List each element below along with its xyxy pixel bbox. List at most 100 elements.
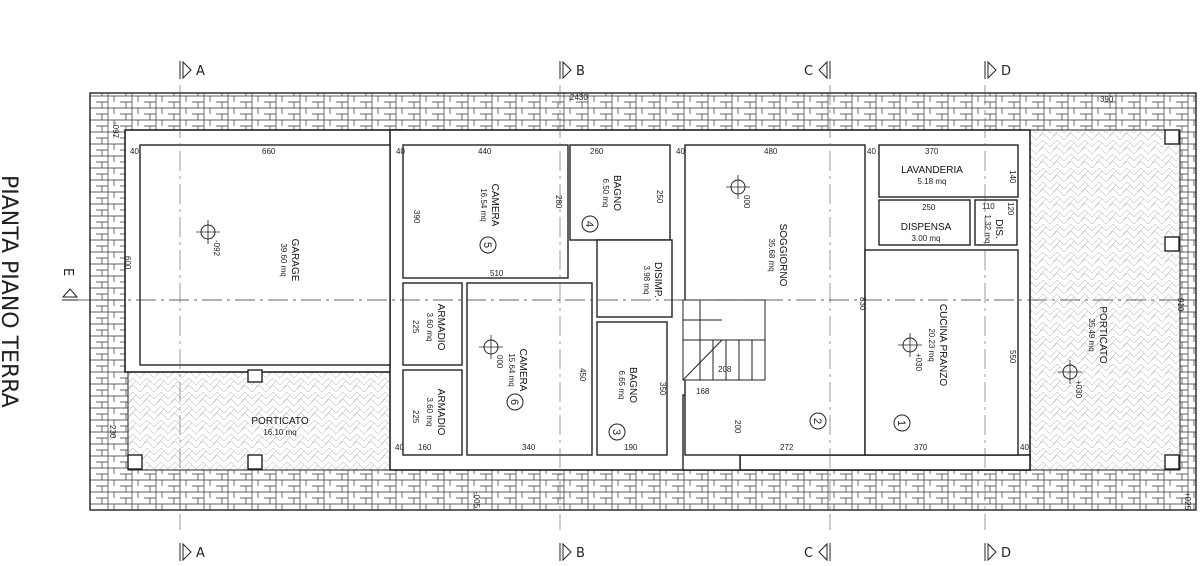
room-name: GARAGE — [289, 239, 300, 282]
room-area: 39.60 mq — [279, 243, 288, 276]
dimension-label: 120 — [1006, 202, 1015, 216]
dimension-label: 40 — [867, 147, 876, 156]
room-disimp--7: DISIMP.3.98 mq — [596, 239, 673, 318]
room-number-circle — [893, 414, 911, 432]
dimension-label: 910 — [1176, 298, 1185, 312]
room-name: CUCINA PRANZO — [937, 304, 948, 386]
section-arrow-icon — [818, 60, 831, 80]
dimension-label: 660 — [262, 147, 276, 156]
dimension-label: 225 — [411, 320, 420, 334]
room-name: BAGNO — [611, 175, 622, 211]
room-name: BAGNO — [627, 367, 638, 403]
section-label: B — [576, 64, 585, 79]
room-number: 4 — [583, 221, 595, 227]
total-dimension: 2430 — [570, 93, 588, 102]
room-number-circle — [809, 412, 827, 430]
dimension-label: 260 — [590, 147, 604, 156]
dimension-label: 40 — [396, 147, 405, 156]
level-marker-icon — [726, 175, 750, 199]
dimension-label: 160 — [418, 443, 432, 452]
dimension-label: 250 — [922, 203, 936, 212]
section-marker-c-top: C — [804, 60, 831, 80]
dimension-label: 830 — [858, 297, 867, 311]
dimension-label: 350 — [658, 382, 667, 396]
dimension-label: 370 — [914, 443, 928, 452]
level-marker-icon — [1058, 360, 1082, 384]
room-number: 1 — [895, 420, 907, 426]
section-marker-b-top: B — [559, 60, 585, 80]
porticato-left-paving — [127, 371, 391, 471]
dimension-label: 340 — [522, 443, 536, 452]
dimension-label: -005 — [472, 492, 481, 509]
dimension-label: 40 — [1020, 443, 1029, 452]
plan-title: PIANTA PIANO TERRA — [0, 175, 21, 408]
room-number: 6 — [508, 399, 520, 405]
dimension-label: 230 — [108, 425, 117, 439]
dimension-label: 250 — [655, 190, 664, 204]
room-name: LAVANDERIA — [901, 165, 963, 176]
room-area: 6.65 mq — [617, 371, 626, 400]
dimension-label: 40 — [130, 147, 139, 156]
dimension-label: 168 — [696, 387, 710, 396]
section-arrow-icon — [984, 60, 997, 80]
dimension-label: +025 — [1183, 492, 1192, 511]
dimension-label: 40 — [676, 147, 685, 156]
section-marker-d-top: D — [984, 60, 1011, 80]
level-marker-icon — [898, 333, 922, 357]
room-name: CAMERA — [489, 184, 500, 227]
dimension-label: 280 — [554, 195, 563, 209]
room-area: 3.60 mq — [425, 398, 434, 427]
room-name: DIS. — [993, 219, 1004, 238]
room-number-circle — [581, 215, 599, 233]
dimension-label: 110 — [982, 202, 995, 211]
dimension-label: 440 — [478, 147, 492, 156]
dimension-label: 272 — [780, 443, 794, 452]
section-label: E — [60, 268, 75, 276]
section-marker-a-top: A — [179, 60, 205, 80]
room-number-circle — [506, 393, 524, 411]
dimension-label: 450 — [578, 368, 587, 382]
room-area: 3.98 mq — [642, 266, 651, 295]
room-area: 16.54 mq — [479, 188, 488, 221]
section-marker-a-bottom: A — [179, 542, 205, 562]
dimension-label: 200 — [733, 420, 742, 434]
level-value: +030 — [914, 353, 923, 372]
section-arrow-icon — [818, 542, 831, 562]
dimension-label: 370 — [925, 147, 939, 156]
dimension-label: 600 — [123, 256, 132, 270]
room-name: ARMADIO — [435, 304, 446, 351]
room-area: 15.64 mq — [507, 353, 516, 386]
room-area: 6.50 mq — [601, 179, 610, 208]
pillars — [127, 129, 1180, 470]
section-marker-b-bottom: B — [559, 542, 585, 562]
room-number: 3 — [610, 429, 622, 435]
dimension-label: 208 — [718, 365, 732, 374]
room-name: DISIMP. — [652, 262, 663, 298]
room-name: PORTICATO — [251, 416, 308, 427]
room-area: 35.49 mq — [1087, 318, 1096, 351]
section-arrow-icon — [984, 542, 997, 562]
dimension-label: 480 — [764, 147, 778, 156]
room-name: DISPENSA — [901, 222, 952, 233]
section-arrow-icon — [559, 60, 572, 80]
room-area: 35.68 mq — [767, 238, 776, 271]
section-label: A — [196, 546, 205, 561]
right-dimension: 390 — [1100, 95, 1114, 104]
room-area: 3.00 mq — [912, 234, 941, 243]
dimension-label: 140 — [1008, 170, 1017, 184]
section-arrow-icon — [61, 288, 79, 301]
staircase — [682, 299, 766, 381]
section-label: D — [1001, 64, 1011, 79]
dimension-label: -097 — [111, 122, 120, 139]
dimension-label: 390 — [412, 210, 421, 224]
room-area: 16.10 mq — [263, 428, 296, 437]
dimension-label: 510 — [490, 269, 504, 278]
